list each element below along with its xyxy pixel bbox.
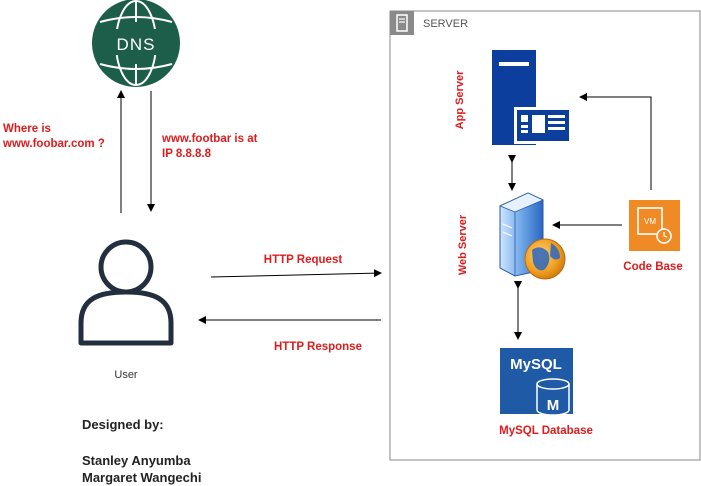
dns-query-text-line2: www.foobar.com ? [2, 138, 105, 150]
credits-heading: Designed by: [82, 417, 164, 432]
user-label: User [114, 369, 138, 381]
http-response-label: HTTP Response [274, 341, 362, 353]
dns-label: DNS [117, 35, 156, 54]
code-to-app-arrow [579, 93, 652, 190]
mysql-letter: M [547, 397, 560, 414]
http-request-label: HTTP Request [264, 254, 343, 266]
user-icon [78, 239, 174, 346]
credits-name: Margaret Wangechi [82, 470, 201, 485]
code-base-label: Code Base [623, 261, 682, 273]
vm-badge: VM [644, 217, 656, 226]
app-server-icon [492, 50, 572, 145]
web-server-label: Web Server [457, 214, 469, 275]
app-server-label: App Server [454, 70, 466, 129]
mysql-logo-text: MySQL [510, 356, 562, 373]
mysql-icon: MySQL M [500, 348, 573, 416]
vm-icon: VM [629, 200, 680, 251]
credits-name: Stanley Anyumba [82, 453, 191, 468]
dns-globe-icon: DNS [92, 0, 180, 87]
http-request-arrow [210, 269, 382, 278]
mysql-database-label: MySQL Database [499, 425, 593, 437]
web-server-icon [498, 192, 566, 280]
dns-query-text-line1: Where is [3, 123, 51, 135]
server-group-title: SERVER [423, 18, 468, 30]
dns-answer-text-line2: IP 8.8.8.8 [162, 148, 212, 160]
dns-answer-text-line1: www.footbar is at [161, 133, 258, 145]
